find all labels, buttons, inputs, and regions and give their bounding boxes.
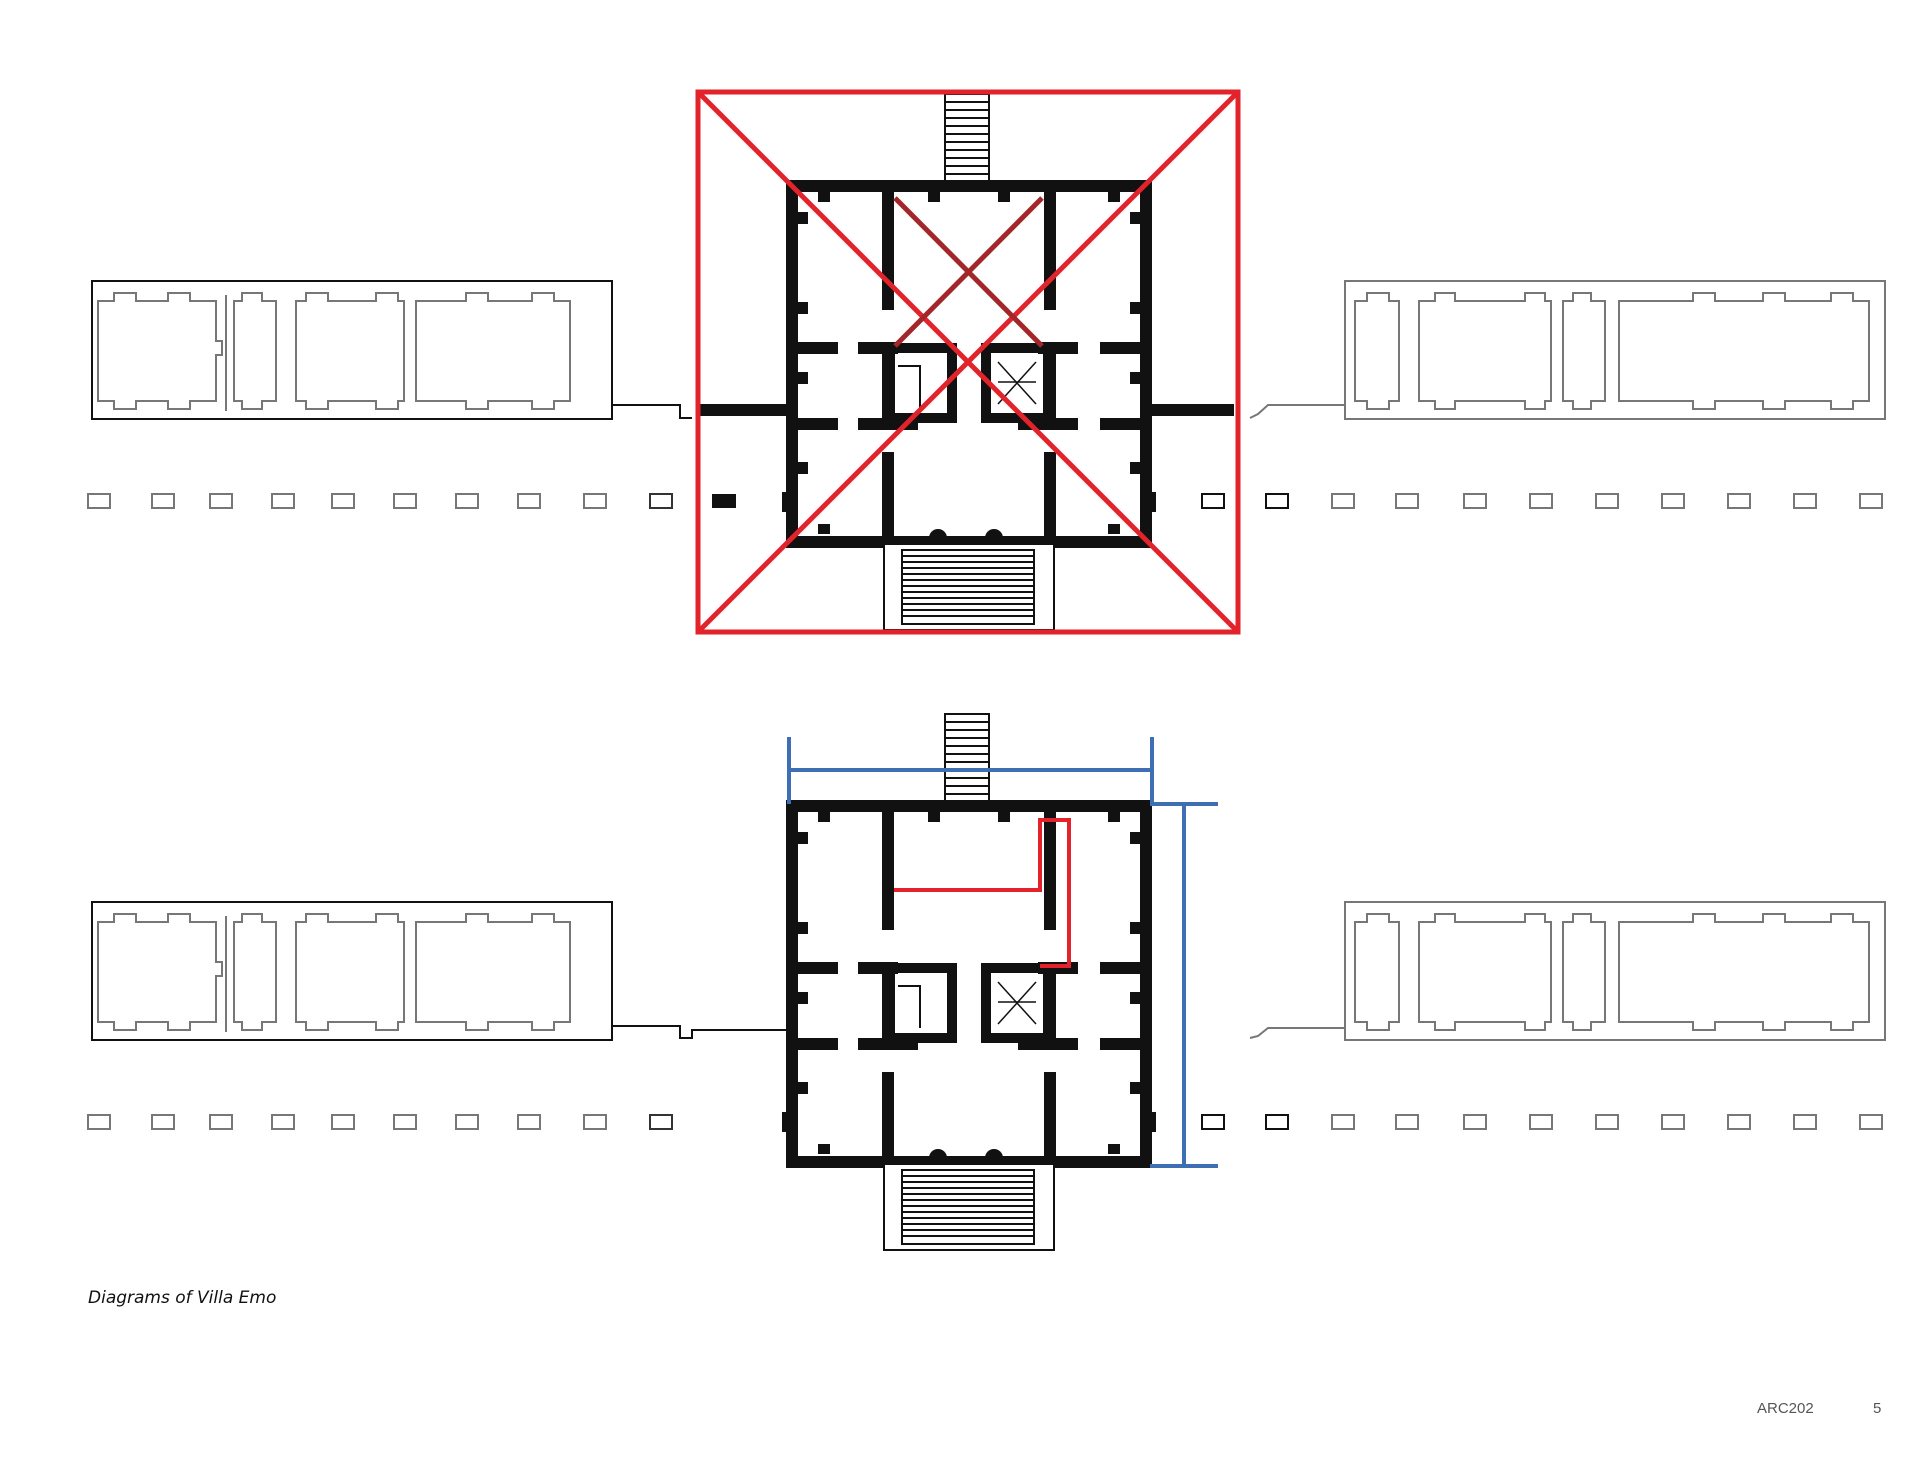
hall-outline	[894, 818, 1071, 968]
bottom-diagram	[87, 714, 1886, 1250]
width-dimension	[787, 737, 1154, 804]
left-connector-bottom	[612, 1025, 788, 1039]
right-piers-top	[1201, 493, 1883, 509]
right-piers-bottom	[1201, 1114, 1883, 1130]
course-code: ARC202	[1757, 1400, 1814, 1417]
top-diagram	[87, 89, 1886, 635]
left-piers-top	[87, 493, 673, 509]
left-piers-bottom	[87, 1114, 673, 1130]
dark-pier-top	[712, 494, 736, 508]
left-barchessa-bottom	[91, 901, 613, 1041]
red-diagonal-b	[696, 90, 1240, 634]
hall-cross-b	[893, 196, 1044, 348]
left-connector-top	[612, 404, 692, 419]
right-connector-top	[1249, 404, 1345, 419]
page-number: 5	[1873, 1400, 1882, 1417]
left-barchessa-top	[91, 280, 613, 420]
villa-plan-bottom	[782, 714, 1156, 1250]
right-barchessa-top	[1344, 280, 1886, 420]
red-square-overlay	[695, 89, 1241, 635]
figure-caption: Diagrams of Villa Emo	[88, 1288, 277, 1308]
left-link-wall-top	[700, 404, 790, 416]
right-barchessa-bottom	[1344, 901, 1886, 1041]
right-link-wall-top	[1152, 404, 1234, 416]
height-dimension	[1150, 802, 1218, 1168]
right-connector-bottom	[1249, 1027, 1345, 1039]
